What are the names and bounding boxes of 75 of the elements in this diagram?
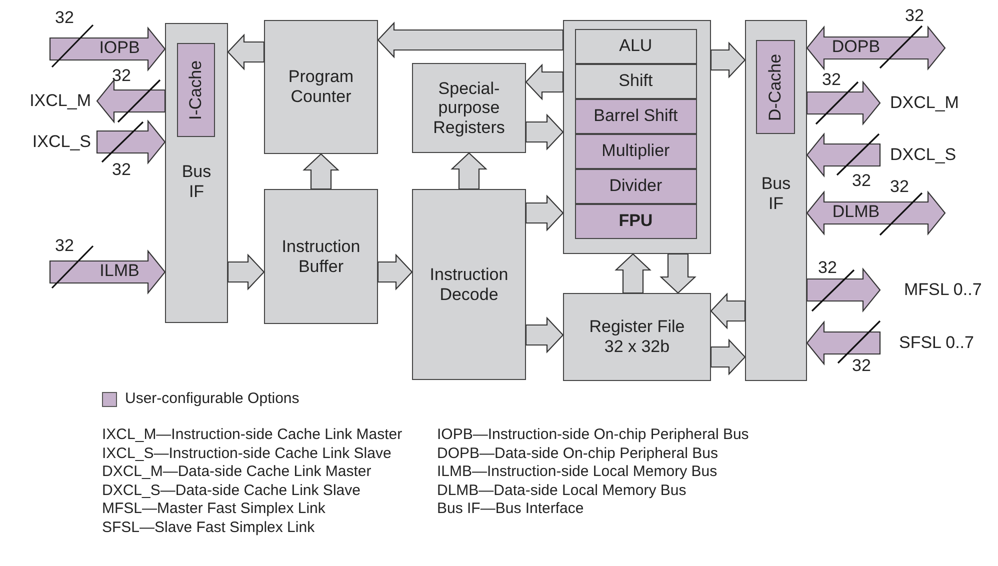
block-arrow bbox=[377, 254, 413, 290]
block-arrow bbox=[614, 253, 652, 294]
block-arrow bbox=[302, 153, 340, 190]
signal-name: MFSL 0..7 bbox=[880, 279, 996, 301]
block-arrow bbox=[806, 25, 946, 71]
block-arrow bbox=[525, 316, 564, 354]
abbreviation-note: DLMB—Data-side Local Memory Bus bbox=[437, 482, 686, 498]
cache-block: I-Cache bbox=[176, 42, 215, 137]
bus-width-label: 32 bbox=[905, 6, 924, 26]
process-box: Instruction Decode bbox=[412, 189, 526, 380]
block-arrow bbox=[806, 80, 881, 126]
unit-row: Shift bbox=[574, 64, 697, 99]
cache-block: D-Cache bbox=[756, 40, 795, 134]
bus-width-label: 32 bbox=[852, 356, 871, 376]
block-arrow bbox=[96, 78, 166, 124]
abbreviation-note: SFSL—Slave Fast Simplex Link bbox=[102, 518, 315, 536]
process-box: Special-purpose Registers bbox=[412, 63, 526, 153]
edge-label: ILMB bbox=[98, 261, 140, 281]
block-arrow bbox=[660, 253, 696, 294]
abbreviation-note: IXCL_S—Instruction-side Cache Link Slave bbox=[102, 444, 392, 462]
edge-label: DLMB bbox=[831, 202, 881, 222]
bus-width-label: 32 bbox=[890, 177, 909, 197]
bus-interface-block bbox=[165, 23, 228, 323]
signal-name: IXCL_M bbox=[3, 90, 97, 112]
block-arrow bbox=[525, 114, 564, 150]
block-label: Bus IF bbox=[180, 162, 212, 202]
block-arrow bbox=[525, 194, 564, 232]
block-arrow bbox=[525, 64, 564, 100]
bus-interface-block bbox=[745, 20, 807, 381]
block-arrow bbox=[806, 267, 881, 313]
execution-unit-box bbox=[563, 20, 711, 254]
edge-label: IOPB bbox=[98, 38, 141, 58]
process-box: Register File 32 x 32b bbox=[563, 293, 711, 381]
bus-width-label: 32 bbox=[55, 236, 74, 256]
block-arrow bbox=[710, 292, 746, 330]
bus-width-label: 32 bbox=[112, 160, 131, 180]
abbreviation-note: IXCL_M—Instruction-side Cache Link Master bbox=[102, 426, 402, 443]
block-arrow bbox=[227, 34, 265, 70]
block-arrow bbox=[49, 249, 166, 295]
block-arrow bbox=[49, 26, 166, 72]
abbreviation-note: IOPB—Instruction-side On-chip Peripheral Bus bbox=[437, 426, 749, 443]
bus-width-label: 32 bbox=[112, 66, 131, 86]
block-arrow bbox=[96, 119, 166, 165]
unit-row: FPU bbox=[574, 204, 697, 239]
abbreviation-note: DXCL_S—Data-side Cache Link Slave bbox=[102, 482, 360, 498]
block-arrow bbox=[227, 254, 265, 290]
signal-name: DXCL_S bbox=[880, 144, 992, 166]
legend-label: User-configurable Options bbox=[125, 390, 300, 407]
block-arrow bbox=[806, 320, 881, 366]
block-arrow bbox=[377, 22, 564, 58]
bus-width-label: 32 bbox=[852, 171, 871, 191]
block-label: Bus IF bbox=[760, 174, 792, 214]
abbreviation-note: DOPB—Data-side On-chip Peripheral Bus bbox=[437, 444, 718, 462]
abbreviation-note: ILMB—Instruction-side Local Memory Bus bbox=[437, 463, 718, 480]
abbreviation-note: MFSL—Master Fast Simplex Link bbox=[102, 500, 326, 517]
bus-width-label: 32 bbox=[818, 258, 837, 278]
signal-name: DXCL_M bbox=[880, 92, 992, 114]
bus-width-label: 32 bbox=[55, 8, 74, 28]
bus-width-label: 32 bbox=[822, 70, 841, 90]
process-box: Program Counter bbox=[264, 20, 378, 154]
block-arrow bbox=[450, 152, 488, 190]
process-box: Instruction Buffer bbox=[264, 189, 378, 324]
unit-row: Divider bbox=[574, 168, 697, 204]
block-arrow bbox=[710, 42, 746, 78]
block-arrow bbox=[806, 190, 946, 236]
signal-name: IXCL_S bbox=[3, 131, 97, 153]
unit-row: ALU bbox=[574, 28, 697, 64]
abbreviation-note: Bus IF—Bus Interface bbox=[437, 500, 584, 517]
block-arrow bbox=[806, 132, 881, 178]
edge-label: DOPB bbox=[830, 37, 882, 57]
abbreviation-note: DXCL_M—Data-side Cache Link Master bbox=[102, 463, 372, 480]
unit-row: Multiplier bbox=[574, 134, 697, 169]
unit-row: Barrel Shift bbox=[574, 98, 697, 134]
block-arrow bbox=[710, 338, 746, 376]
signal-name: SFSL 0..7 bbox=[880, 332, 996, 354]
